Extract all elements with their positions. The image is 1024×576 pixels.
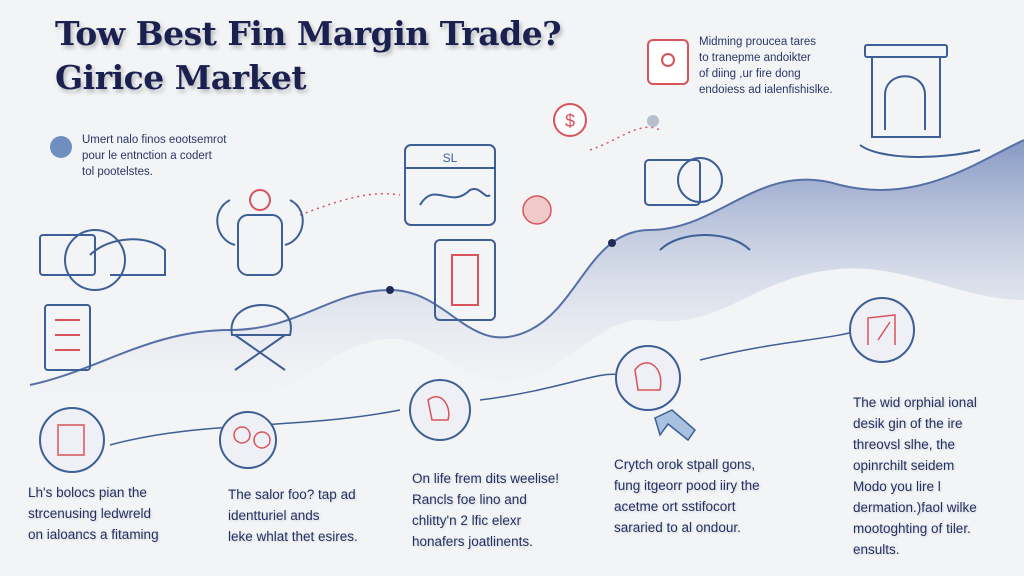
person-desk-icon — [644, 157, 751, 251]
intro-text: Umert nalo finos eootsemrot pour le entn… — [82, 134, 227, 178]
red-coin-icon — [522, 195, 552, 225]
page-title: Tow Best Fin Margin Trade? Girice Market — [55, 14, 562, 97]
svg-text:SL: SL — [443, 151, 458, 165]
caption-4: Crytch orok stpall gons, fung itgeorr po… — [614, 457, 760, 535]
svg-text:$: $ — [565, 111, 575, 131]
cursor-arrow-icon — [654, 409, 697, 442]
monitor-chart-icon — [404, 144, 496, 226]
star-markers — [386, 239, 616, 294]
caption-5: The wid orphial ional desik gin of the i… — [853, 395, 977, 557]
checklist-icon — [44, 304, 91, 371]
wave-band — [30, 140, 1024, 420]
dotted-path — [299, 126, 661, 216]
hand-card-icon — [39, 229, 166, 291]
caption-1: Lh's bolocs pian the strcenusing ledwrel… — [28, 485, 159, 542]
top-note-text: Midming proucea tares to tranepme andoik… — [699, 36, 833, 96]
step-circle-glyphs — [57, 314, 896, 456]
intro-dot — [50, 136, 72, 158]
caption-2: The salor foo? tap ad identturiel ands l… — [228, 487, 358, 544]
backpack-icon — [216, 189, 304, 276]
machine-icon — [859, 44, 981, 158]
dollar-coin-icon — [553, 103, 587, 137]
top-note-icon — [647, 39, 689, 85]
wave-line — [29, 139, 1024, 386]
caption-3: On life frem dits weelise! Rancls foe li… — [412, 471, 560, 549]
decor-dot — [647, 115, 659, 127]
engine-icon — [434, 239, 496, 321]
chair-icon — [230, 304, 292, 371]
